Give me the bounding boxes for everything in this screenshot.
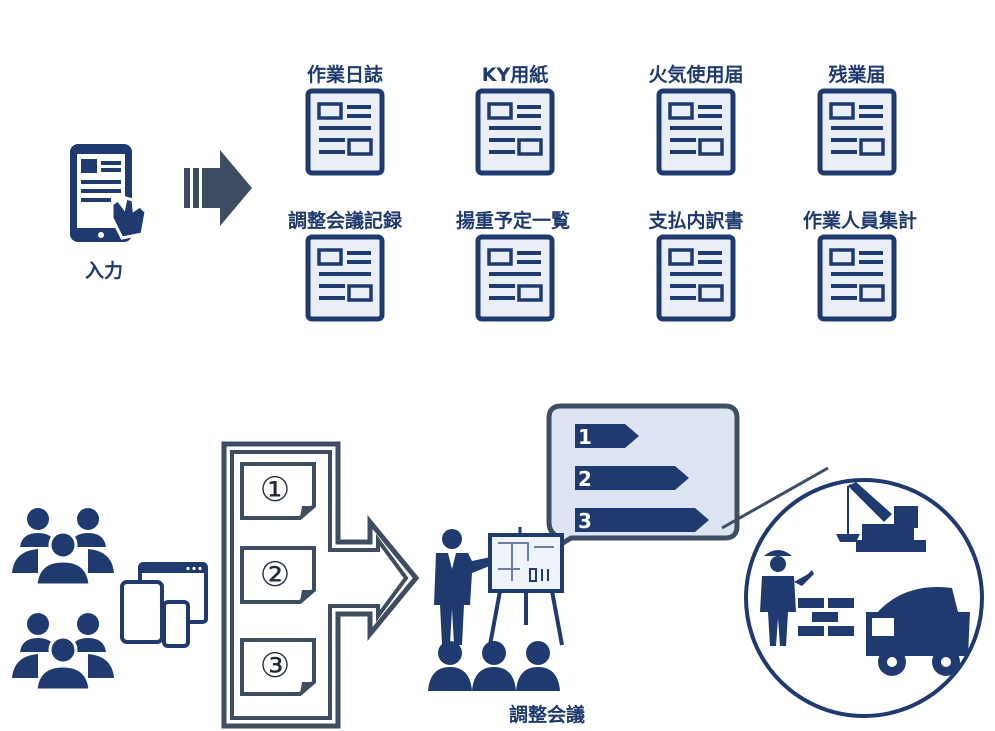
steps-bracket-arrow (221, 441, 420, 729)
priority-2: 2 (578, 467, 592, 491)
step-1: ① (259, 470, 291, 510)
form-label-overtime: 残業届 (828, 64, 886, 86)
document-icon (656, 88, 736, 176)
step-3: ③ (259, 646, 291, 686)
people-group-icon (12, 508, 114, 587)
presenter-icon (428, 527, 564, 691)
priority-3: 3 (578, 509, 592, 533)
document-icon (817, 234, 897, 322)
form-label-work-diary: 作業日誌 (306, 64, 383, 86)
construction-zoom-circle (721, 466, 984, 718)
document-icon (305, 234, 385, 322)
meeting-label: 調整会議 (508, 704, 585, 726)
people-group-icon (12, 613, 114, 692)
priority-bubble (546, 403, 740, 554)
document-icon (475, 234, 555, 322)
form-label-fire-use: 火気使用届 (648, 64, 744, 86)
form-label-lifting-schedule: 揚重予定一覧 (455, 210, 570, 232)
smartphone-tap-icon (70, 144, 148, 242)
step-2: ② (259, 555, 291, 595)
form-label-payment-breakdown: 支払内訳書 (648, 210, 744, 232)
document-icon (305, 88, 385, 176)
right-arrow-icon (184, 150, 252, 226)
devices-icon (120, 562, 208, 648)
input-label: 入力 (84, 260, 123, 282)
form-label-meeting-record: 調整会議記録 (287, 210, 402, 232)
document-icon (656, 234, 736, 322)
document-icon (817, 88, 897, 176)
priority-1: 1 (578, 425, 592, 449)
form-label-worker-count: 作業人員集計 (802, 210, 917, 232)
form-label-ky-sheet: KY用紙 (481, 64, 549, 86)
document-icon (475, 88, 555, 176)
